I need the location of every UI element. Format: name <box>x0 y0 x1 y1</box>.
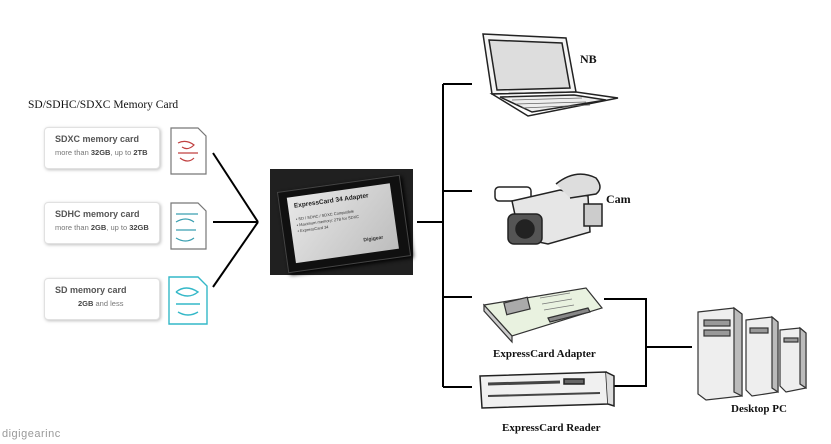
expresscard-reader-label: ExpressCard Reader <box>502 422 601 434</box>
bracket-to-pc <box>604 298 647 387</box>
adapter-brand: Digigear <box>363 234 384 244</box>
nb-label: NB <box>580 52 597 66</box>
sdhc-card-box: SDHC memory card more than 2GB, up to 32… <box>44 202 160 244</box>
sdxc-card-sub: more than 32GB, up to 2TB <box>55 148 148 157</box>
sdhc-card-title: SDHC memory card <box>55 209 140 219</box>
sd-card-sub: 2GB and less <box>78 299 124 308</box>
expresscard-adapter-photo: ExpressCard 34 Adapter • SD / SDHC / SDX… <box>270 169 413 275</box>
cam-label: Cam <box>606 192 631 206</box>
adapter-card-body: ExpressCard 34 Adapter • SD / SDHC / SDX… <box>276 174 412 274</box>
sd-card-box: SD memory card 2GB and less <box>44 278 160 320</box>
line-sdxc-to-adapter <box>212 152 259 223</box>
sdxc-card-box: SDXC memory card more than 32GB, up to 2… <box>44 127 160 169</box>
memory-card-heading: SD/SDHC/SDXC Memory Card <box>28 99 179 111</box>
expresscard-adapter-label: ExpressCard Adapter <box>493 348 596 360</box>
adapter-title: ExpressCard 34 Adapter <box>293 192 370 210</box>
sdhc-card-sub: more than 2GB, up to 32GB <box>55 223 149 232</box>
watermark-text: digigearinc <box>2 428 61 440</box>
sdxc-card-title: SDXC memory card <box>55 134 140 144</box>
adapter-label: ExpressCard 34 Adapter • SD / SDHC / SDX… <box>286 183 399 264</box>
desktop-pc-label: Desktop PC <box>731 403 787 415</box>
sd-card-title: SD memory card <box>55 285 127 295</box>
line-sd-to-adapter <box>212 221 259 288</box>
